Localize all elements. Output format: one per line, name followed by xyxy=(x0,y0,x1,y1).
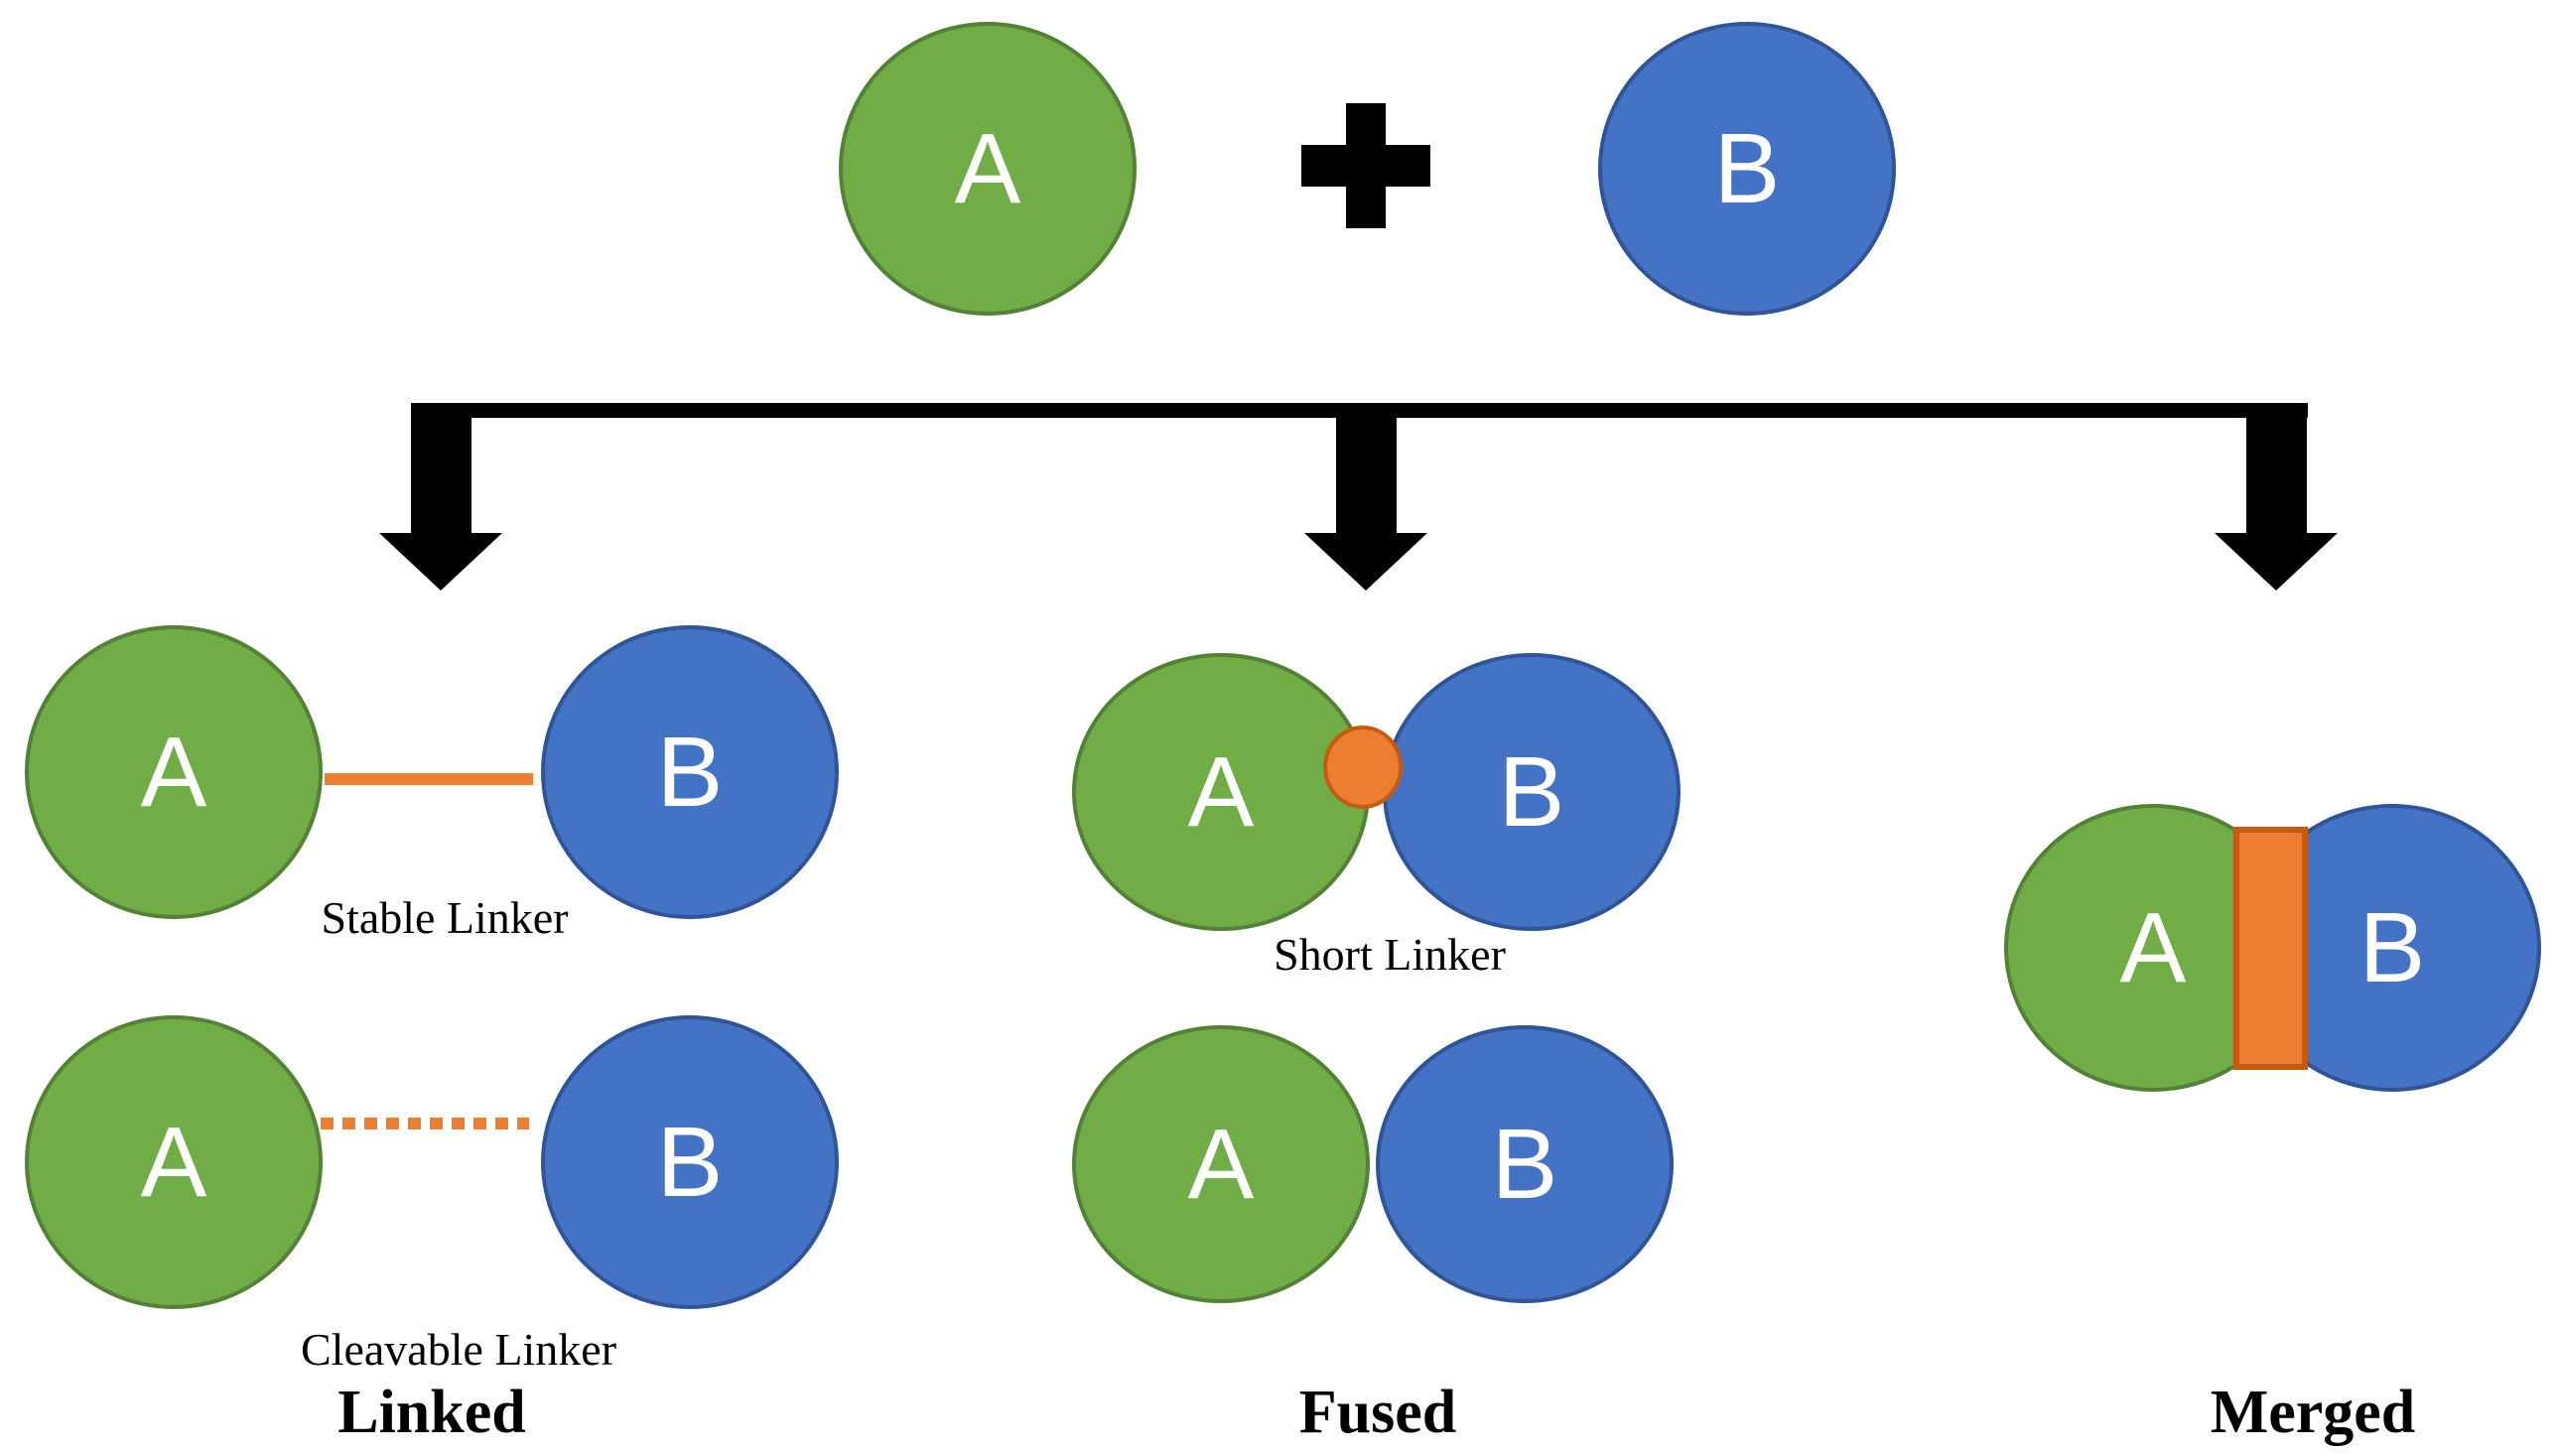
short-linker-circle xyxy=(1323,726,1403,809)
stable-linker-line xyxy=(325,773,533,785)
plus-icon xyxy=(1301,103,1430,228)
fused-short-b-circle: B xyxy=(1383,653,1681,931)
fused-direct-a-label: A xyxy=(1187,1109,1255,1220)
linked-stable-a-circle: A xyxy=(25,625,323,919)
merged-a-label: A xyxy=(2119,892,2187,1003)
cleavable-linker-caption: Cleavable Linker xyxy=(300,1324,617,1375)
arrow-down-icon-middle-head xyxy=(1304,533,1427,591)
fused-direct-b-label: B xyxy=(1491,1109,1558,1220)
fused-short-a-label: A xyxy=(1187,736,1255,848)
fused-column-title: Fused xyxy=(1298,1379,1457,1446)
linked-stable-b-label: B xyxy=(656,717,724,828)
linked-stable-b-circle: B xyxy=(541,625,839,919)
arrow-down-icon-left-stem xyxy=(411,403,471,533)
top-molecule-b-label: B xyxy=(1713,113,1781,224)
merged-column-title: Merged xyxy=(2210,1379,2416,1446)
arrow-down-icon-left-head xyxy=(379,533,502,591)
fused-direct-b-circle: B xyxy=(1376,1025,1674,1303)
short-linker-caption: Short Linker xyxy=(1274,929,1506,980)
merged-linker-rectangle xyxy=(2233,827,2308,1070)
stable-linker-caption: Stable Linker xyxy=(321,892,569,943)
arrow-down-icon-right-head xyxy=(2215,533,2338,591)
linked-cleavable-a-label: A xyxy=(140,1107,207,1218)
linked-stable-a-label: A xyxy=(140,717,207,828)
fused-short-a-circle: A xyxy=(1072,653,1370,931)
linked-cleavable-a-circle: A xyxy=(25,1015,323,1309)
merged-b-label: B xyxy=(2358,892,2426,1003)
linked-cleavable-b-label: B xyxy=(656,1107,724,1218)
plus-icon-vertical-bar xyxy=(1346,103,1386,228)
linked-cleavable-b-circle: B xyxy=(541,1015,839,1309)
fused-short-b-label: B xyxy=(1498,736,1565,848)
fused-direct-a-circle: A xyxy=(1072,1025,1370,1303)
arrow-down-icon-middle-stem xyxy=(1336,403,1397,533)
top-molecule-a-circle: A xyxy=(839,22,1137,316)
linked-column-title: Linked xyxy=(337,1379,526,1446)
cleavable-linker-line xyxy=(321,1118,529,1129)
top-molecule-a-label: A xyxy=(954,113,1021,224)
arrow-down-icon-right-stem xyxy=(2246,403,2307,533)
top-molecule-b-circle: B xyxy=(1598,22,1896,316)
